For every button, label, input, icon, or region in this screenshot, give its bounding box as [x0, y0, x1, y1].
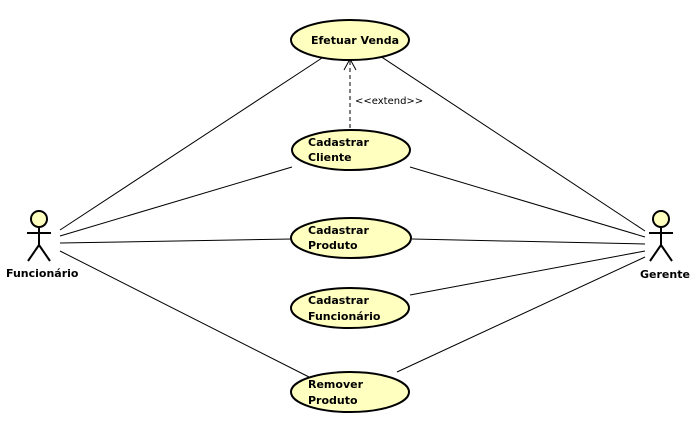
use-case-label-line1: Cadastrar [308, 136, 369, 149]
assoc-funcionario-efetuar-venda [59, 57, 323, 231]
actor-funcionario[interactable]: Funcionário [6, 210, 79, 280]
use-case-label-line2: Cliente [308, 151, 352, 164]
use-case-label-line2: Produto [308, 394, 358, 407]
stick-figure-icon [649, 210, 673, 262]
use-case-label-line1: Remover [308, 378, 364, 391]
use-case-cadastrar-cliente[interactable]: Cadastrar Cliente [291, 129, 411, 171]
use-case-label-line2: Funcionário [308, 310, 381, 323]
use-case-label: Efetuar Venda [311, 34, 399, 47]
stick-figure-icon [27, 210, 51, 262]
funcionario-associations [59, 57, 323, 378]
actor-gerente[interactable]: Gerente [640, 210, 690, 281]
assoc-funcionario-cadastrar-produto [59, 238, 293, 244]
gerente-associations [379, 55, 646, 373]
actor-label: Funcionário [6, 267, 79, 280]
extend-relation: <<extend>> [343, 57, 423, 128]
assoc-funcionario-remover-produto [59, 250, 310, 378]
use-case-cadastrar-produto[interactable]: Cadastrar Produto [290, 217, 412, 259]
use-case-cadastrar-funcionario[interactable]: Cadastrar Funcionário [290, 287, 410, 329]
assoc-gerente-cadastrar-produto [411, 238, 646, 245]
extend-label: <<extend>> [355, 96, 423, 107]
use-case-remover-produto[interactable]: Remover Produto [290, 371, 410, 413]
use-case-efetuar-venda[interactable]: Efetuar Venda [290, 19, 410, 61]
use-case-label-line1: Cadastrar [308, 294, 369, 307]
assoc-gerente-cadastrar-cliente [409, 166, 646, 238]
use-case-label-line2: Produto [308, 239, 358, 252]
actor-label: Gerente [640, 268, 690, 281]
use-case-label-line1: Cadastrar [308, 224, 369, 237]
assoc-gerente-efetuar-venda [379, 55, 646, 232]
assoc-gerente-remover-produto [396, 256, 646, 373]
assoc-gerente-cadastrar-funcionario [409, 250, 646, 296]
assoc-funcionario-cadastrar-cliente [59, 166, 293, 237]
